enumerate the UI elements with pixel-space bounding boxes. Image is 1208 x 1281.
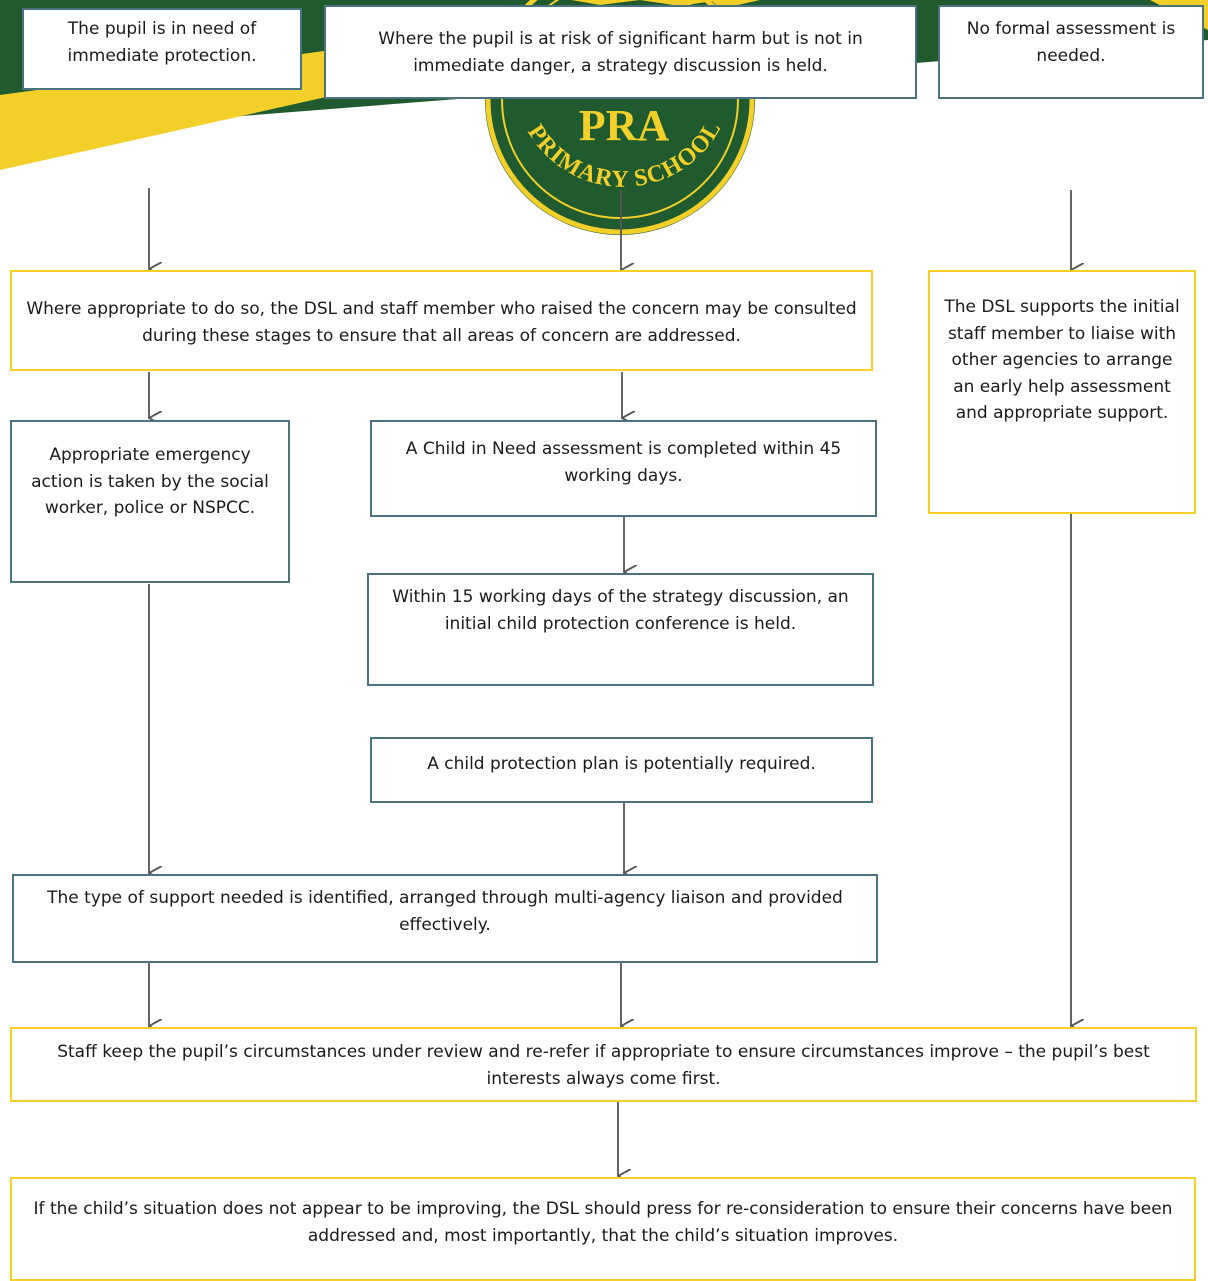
box-review-text: Staff keep the pupil’s circumstances und…	[57, 1042, 1150, 1089]
box-conference-text: Within 15 working days of the strategy d…	[392, 587, 849, 634]
box-consultation-text: Where appropriate to do so, the DSL and …	[26, 299, 857, 346]
box-immediate-protection: The pupil is in need of immediate protec…	[22, 8, 302, 90]
box-support-identified-text: The type of support needed is identified…	[47, 888, 843, 935]
box-no-assessment: No formal assessment is needed.	[938, 5, 1204, 99]
box-child-in-need-text: A Child in Need assessment is completed …	[405, 439, 842, 486]
box-dsl-support: The DSL supports the initial staff membe…	[928, 270, 1196, 514]
box-child-in-need: A Child in Need assessment is completed …	[370, 420, 877, 517]
box-strategy-discussion-text: Where the pupil is at risk of significan…	[378, 29, 863, 76]
logo-crest-shape	[520, 0, 720, 6]
box-conference: Within 15 working days of the strategy d…	[367, 573, 874, 686]
box-protection-plan: A child protection plan is potentially r…	[370, 737, 873, 803]
box-protection-plan-text: A child protection plan is potentially r…	[427, 754, 816, 774]
box-consultation: Where appropriate to do so, the DSL and …	[10, 270, 873, 371]
box-strategy-discussion: Where the pupil is at risk of significan…	[324, 5, 917, 99]
logo-initials: PRA	[579, 101, 670, 150]
box-emergency-action: Appropriate emergency action is taken by…	[10, 420, 290, 583]
box-support-identified: The type of support needed is identified…	[12, 874, 878, 963]
box-review: Staff keep the pupil’s circumstances und…	[10, 1027, 1197, 1102]
box-emergency-action-text: Appropriate emergency action is taken by…	[31, 445, 269, 518]
box-press-reconsideration-text: If the child’s situation does not appear…	[33, 1199, 1173, 1246]
box-dsl-support-text: The DSL supports the initial staff membe…	[944, 297, 1180, 423]
box-press-reconsideration: If the child’s situation does not appear…	[10, 1177, 1196, 1281]
box-no-assessment-text: No formal assessment is needed.	[966, 19, 1176, 66]
box-immediate-protection-text: The pupil is in need of immediate protec…	[67, 19, 257, 66]
